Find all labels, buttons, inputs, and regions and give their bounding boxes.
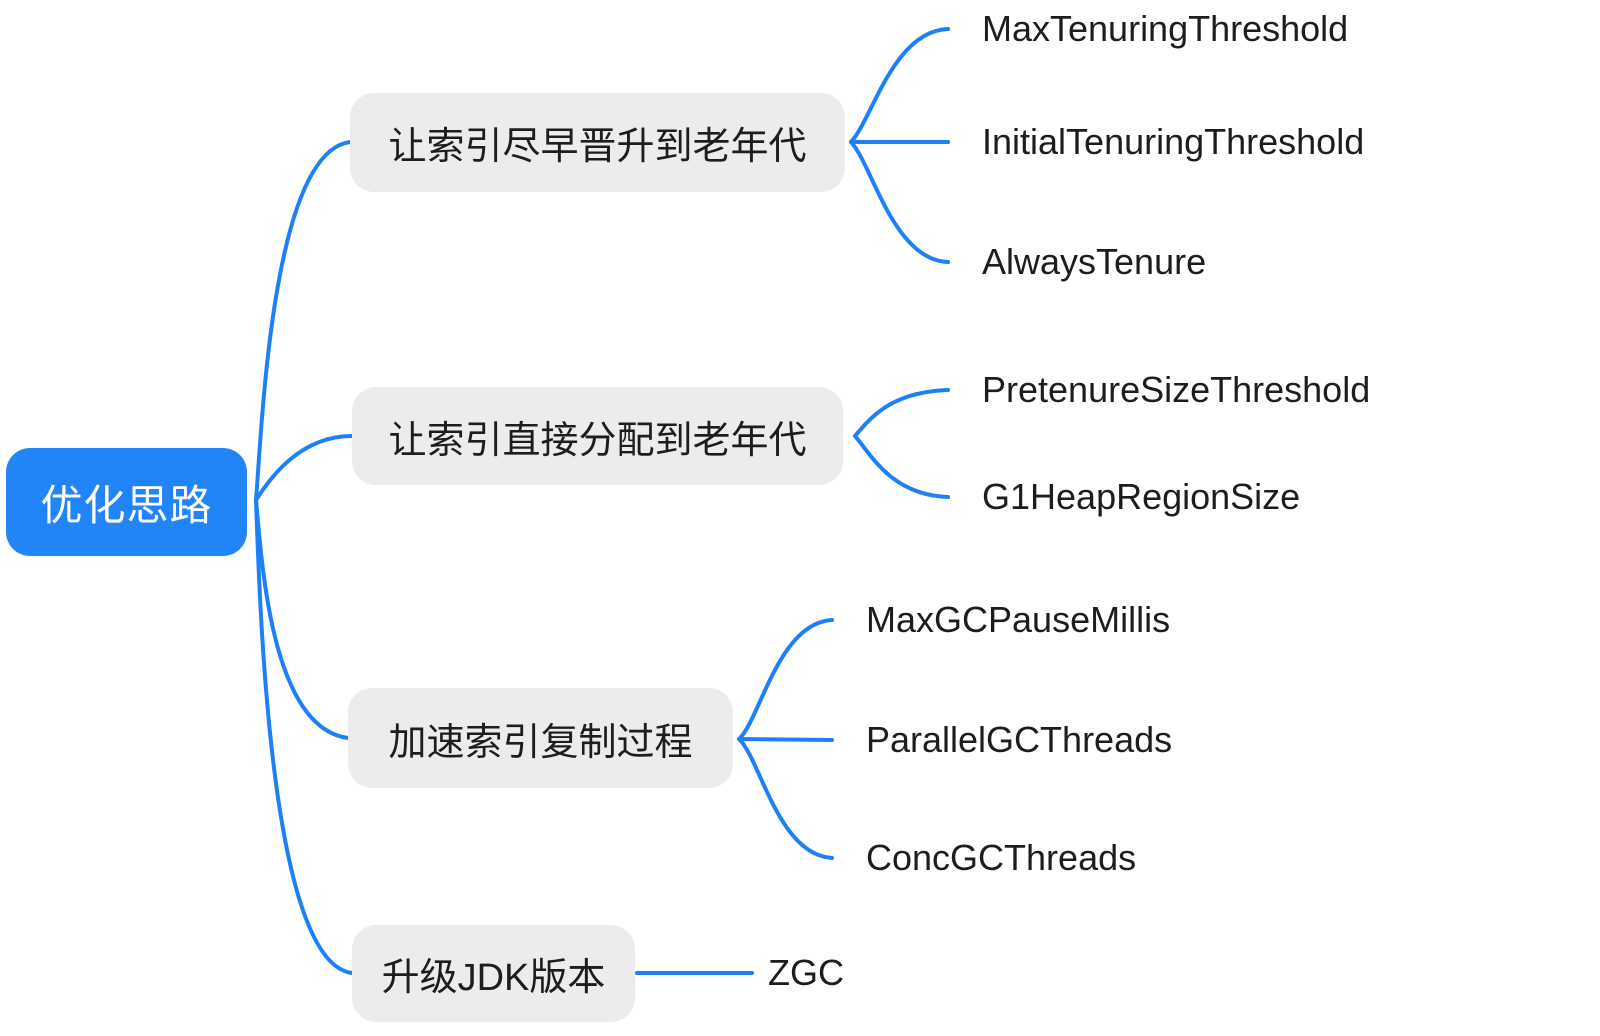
leaf-node-maxtenuringthreshold[interactable]: MaxTenuringThreshold	[982, 8, 1349, 49]
connector-branch2-leaf2	[853, 434, 950, 499]
connector-branch2-leaf1	[853, 388, 950, 438]
connector-branch3-leaf2	[737, 737, 834, 742]
connector-root-branch3	[254, 498, 350, 740]
connector-root-branch2	[254, 434, 354, 502]
leaf-node-concgcthreads[interactable]: ConcGCThreads	[866, 837, 1137, 878]
connector-branch3-leaf1	[737, 618, 834, 741]
leaf-node-maxgcpausemillis[interactable]: MaxGCPauseMillis	[866, 599, 1171, 640]
connector-branch1-leaf3	[849, 140, 950, 264]
leaf-node-initialtenuringthreshold[interactable]: InitialTenuringThreshold	[982, 121, 1365, 162]
connector-root-branch1	[254, 140, 352, 502]
leaf-node-parallelgcthreads[interactable]: ParallelGCThreads	[866, 719, 1173, 760]
branch-node-allocate-index-directly-old-gen[interactable]: 让索引直接分配到老年代	[352, 387, 843, 485]
branch-node-upgrade-jdk[interactable]: 升级JDK版本	[352, 925, 635, 1022]
leaf-node-pretenuresizethreshold[interactable]: PretenureSizeThreshold	[982, 369, 1371, 410]
leaf-node-g1heapregionsize[interactable]: G1HeapRegionSize	[982, 476, 1301, 517]
connector-branch3-leaf3	[737, 737, 834, 860]
connector-root-branch4	[254, 498, 354, 975]
leaf-node-zgc[interactable]: ZGC	[768, 952, 844, 993]
branch-node-accelerate-index-copy[interactable]: 加速索引复制过程	[348, 688, 733, 788]
connector-branch1-leaf1	[849, 27, 950, 144]
branch-node-promote-index-early[interactable]: 让索引尽早晋升到老年代	[350, 93, 845, 192]
leaf-node-alwaystenure[interactable]: AlwaysTenure	[982, 241, 1207, 282]
root-node-optimization-ideas[interactable]: 优化思路	[6, 448, 247, 556]
